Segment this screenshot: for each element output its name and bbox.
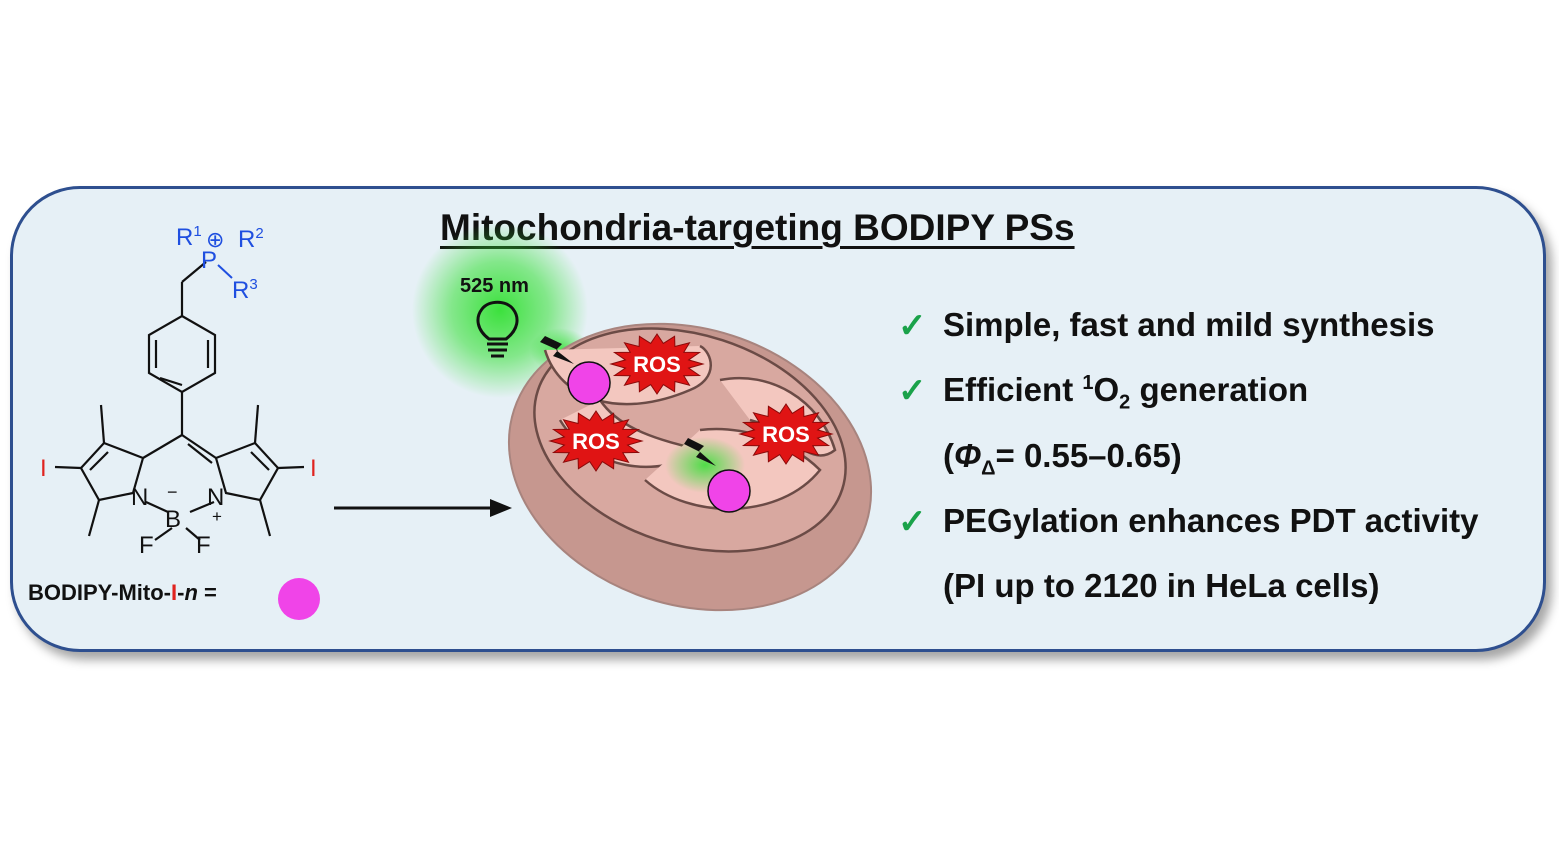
nitrogen-plus: + bbox=[212, 507, 222, 526]
molecule-name-iodine: I bbox=[171, 580, 178, 605]
boron-minus: − bbox=[167, 482, 178, 502]
iodine-left: I bbox=[40, 455, 47, 482]
lightning-icon-2 bbox=[684, 438, 716, 466]
bullet-singlet-oxygen-o: O bbox=[1093, 371, 1120, 408]
molecule-name-n: n bbox=[184, 580, 198, 605]
photosensitizer-dot-2 bbox=[707, 469, 751, 513]
ros-burst bbox=[548, 410, 644, 472]
molecule-name: BODIPY-Mito-I-n = bbox=[28, 580, 217, 606]
bullet-quantum-yield-open: ( bbox=[943, 437, 954, 474]
ros-label: ROS bbox=[633, 352, 681, 377]
ros-burst bbox=[738, 403, 834, 465]
photosensitizer-dot-legend bbox=[278, 578, 320, 620]
nitrogen-left: N bbox=[131, 484, 148, 511]
phosphorus-label: P bbox=[201, 247, 217, 274]
check-icon: ✓ bbox=[898, 372, 927, 410]
ros-label: ROS bbox=[572, 429, 620, 454]
bullet-singlet-oxygen-pre: Efficient bbox=[943, 371, 1083, 408]
bullet-quantum-yield-value: = 0.55–0.65) bbox=[995, 437, 1182, 474]
bullet-quantum-yield: (ΦΔ= 0.55–0.65) bbox=[943, 437, 1182, 481]
bullet-quantum-yield-delta: Δ bbox=[981, 457, 996, 480]
ros-bursts: ROS ROS ROS bbox=[548, 333, 834, 472]
bullet-singlet-oxygen-sup: 1 bbox=[1082, 372, 1094, 394]
molecule-name-dash: - bbox=[177, 580, 185, 605]
boron-label: B bbox=[165, 506, 181, 533]
bullet-synthesis: Simple, fast and mild synthesis bbox=[943, 306, 1435, 343]
molecule-name-prefix: BODIPY-Mito- bbox=[28, 580, 171, 605]
iodine-right: I bbox=[310, 455, 317, 482]
bullet-singlet-oxygen: Efficient 1O2 generation bbox=[943, 371, 1308, 415]
bullet-singlet-oxygen-sub: 2 bbox=[1119, 391, 1131, 414]
atom-labels: R1 ⊕ R2 P R3 N N − + B F F I I bbox=[40, 223, 317, 559]
nitrogen-right: N bbox=[207, 484, 224, 511]
bullet-pegylation: PEGylation enhances PDT activity bbox=[943, 502, 1479, 539]
molecule-name-equals: = bbox=[204, 580, 217, 605]
reaction-arrow bbox=[334, 499, 512, 517]
bullet-singlet-oxygen-post: generation bbox=[1130, 371, 1309, 408]
fluorine-right: F bbox=[196, 532, 211, 559]
lightning-icon bbox=[540, 336, 574, 364]
bodipy-molecule bbox=[54, 261, 305, 541]
phosphonium-plus: ⊕ bbox=[206, 227, 224, 252]
fluorine-left: F bbox=[139, 532, 154, 559]
check-icon: ✓ bbox=[898, 307, 927, 345]
photosensitizer-dot bbox=[567, 361, 611, 405]
wavelength-label: 525 nm bbox=[460, 275, 529, 297]
r1-label: R1 bbox=[176, 223, 202, 251]
bullet-quantum-yield-phi: Φ bbox=[954, 437, 982, 474]
bullet-phototoxic-index: (PI up to 2120 in HeLa cells) bbox=[943, 567, 1380, 604]
check-icon: ✓ bbox=[898, 503, 927, 541]
r3-label: R3 bbox=[232, 276, 258, 304]
lightbulb-icon bbox=[476, 300, 519, 358]
ros-burst bbox=[609, 333, 705, 395]
r2-label: R2 bbox=[238, 225, 264, 253]
ros-label: ROS bbox=[762, 422, 810, 447]
